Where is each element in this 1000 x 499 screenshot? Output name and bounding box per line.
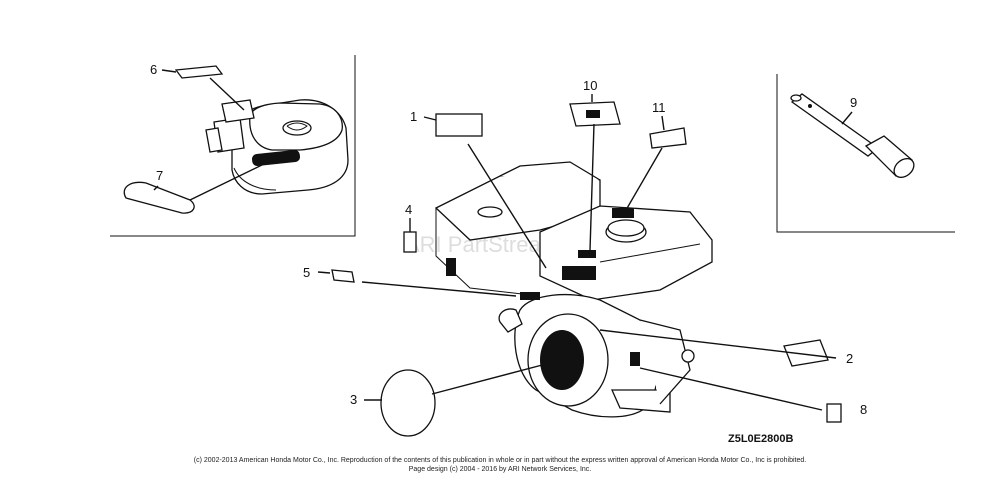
label-part-11: [649, 127, 687, 149]
callout-4: 4: [405, 202, 412, 217]
callout-10: 10: [583, 78, 597, 93]
label-part-2: [783, 339, 829, 367]
air-cleaner-assembly: [205, 99, 349, 195]
label-part-8: [826, 403, 842, 423]
inset-frame-tool: [776, 74, 955, 233]
leader-lines: [153, 69, 853, 411]
page-design-line: Page design (c) 2004 - 2016 by ARI Netwo…: [408, 466, 592, 473]
label-part-7: [123, 181, 195, 214]
label-part-3: [380, 369, 436, 437]
spark-plug-wrench: [790, 93, 915, 179]
label-part-1: [435, 113, 483, 137]
inset-frame-aircleaner: [110, 55, 356, 237]
callout-2: 2: [846, 351, 853, 366]
label-part-4: [403, 231, 417, 253]
copyright-footer: (c) 2002-2013 American Honda Motor Co., …: [0, 456, 1000, 474]
callout-1: 1: [410, 109, 417, 124]
callout-8: 8: [860, 402, 867, 417]
callout-5: 5: [303, 265, 310, 280]
engine-assembly: [434, 161, 713, 418]
callout-7: 7: [156, 168, 163, 183]
diagram-canvas: ARI PartStream: [110, 55, 955, 445]
label-part-5: [331, 269, 355, 283]
callout-11: 11: [652, 100, 666, 115]
label-part-6: [174, 65, 224, 79]
callout-3: 3: [350, 392, 357, 407]
callout-9: 9: [850, 95, 857, 110]
copyright-line: (c) 2002-2013 American Honda Motor Co., …: [193, 457, 807, 464]
callout-6: 6: [150, 62, 157, 77]
drawing-code: Z5L0E2800B: [728, 433, 793, 445]
